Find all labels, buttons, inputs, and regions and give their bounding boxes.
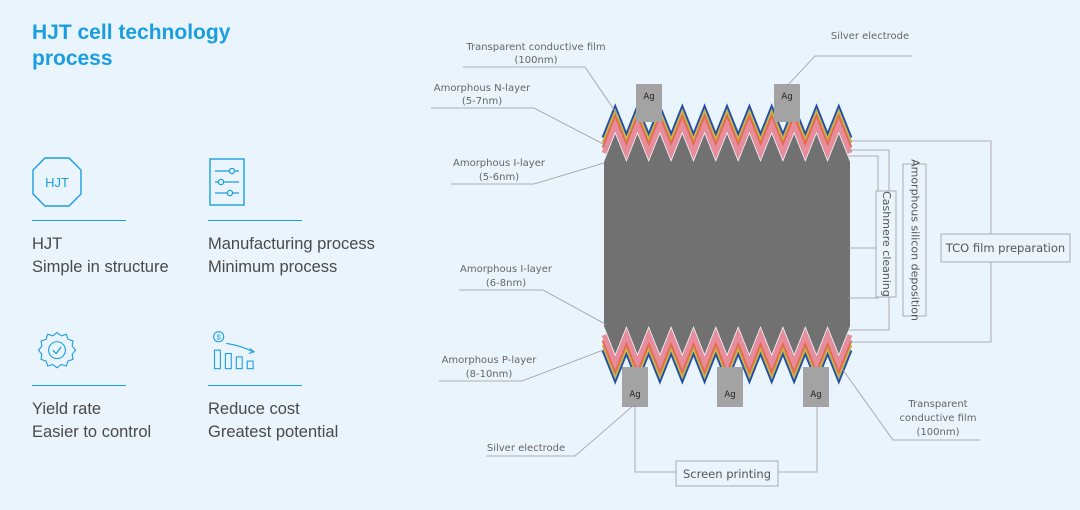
electrode-label: Ag (629, 390, 640, 400)
tco-label: TCO film preparation (945, 241, 1065, 255)
feature-heading: HJT (32, 235, 63, 253)
electrode-label: Ag (643, 92, 654, 102)
feature-divider (208, 385, 302, 386)
process-sliders-icon (209, 158, 245, 206)
tcf-top-value: (100nm) (515, 55, 558, 66)
dollar-sign: $ (217, 333, 222, 342)
feature-heading: Reduce cost (208, 400, 300, 418)
feature-divider (32, 220, 126, 221)
tcf-bottom-label-2: conductive film (900, 413, 977, 424)
leader-lines (431, 55, 980, 457)
n-layer-label: Amorphous N-layer (434, 83, 531, 94)
feature-hjt: HJT HJT Simple in structure (32, 157, 242, 279)
p-layer-value: (8-10nm) (466, 369, 513, 380)
hjt-badge-icon: HJT (32, 157, 82, 207)
process-box-tco: TCO film preparation (940, 233, 1071, 263)
electrode-bottom-left: Ag (622, 367, 648, 407)
layer-labels: Transparent conductive film (100nm) Amor… (434, 31, 977, 454)
electrode-top-left: Ag (636, 84, 662, 122)
feature-subtext: Easier to control (32, 423, 152, 441)
deposition-label: Amorphous silicon deposition (909, 159, 922, 321)
hjt-badge-text: HJT (45, 175, 69, 190)
top-layer-stack (601, 103, 853, 160)
page-title: HJT cell technology process (32, 20, 230, 72)
electrode-label: Ag (810, 390, 821, 400)
feature-subtext: Greatest potential (208, 423, 339, 441)
tcf-top-label: Transparent conductive film (465, 42, 605, 53)
electrode-bottom-right: Ag (803, 367, 829, 407)
process-box-deposition: Amorphous silicon deposition (902, 159, 927, 321)
feature-manufacturing: Manufacturing process Minimum process (208, 157, 418, 279)
process-box-cleaning: Cashmere cleaning (875, 190, 897, 298)
tcf-bottom-value: (100nm) (917, 427, 960, 438)
electrode-label: Ag (724, 390, 735, 400)
feature-subtext: Minimum process (208, 258, 338, 276)
cell-cross-section (601, 103, 853, 385)
process-box-printing: Screen printing (675, 460, 779, 487)
feature-divider (32, 385, 126, 386)
i-layer-bottom-inner (601, 328, 853, 370)
i-layer-top-inner (601, 118, 853, 160)
p-layer-label: Amorphous P-layer (442, 355, 538, 366)
i-layer-bottom-label: Amorphous I-layer (460, 264, 553, 275)
cost-decline-icon: $ (213, 331, 256, 370)
title-line-1: HJT cell technology (32, 21, 231, 44)
screen-printing-label: Screen printing (683, 467, 771, 481)
feature-subtext: Simple in structure (32, 258, 169, 276)
silver-electrode-top-label: Silver electrode (831, 31, 909, 42)
electrode-bottom-middle: Ag (717, 367, 743, 407)
feature-yield: Yield rate Easier to control (32, 330, 242, 444)
silicon-wafer-core (604, 134, 850, 354)
cashmere-cleaning-label: Cashmere cleaning (880, 191, 893, 297)
n-layer-value: (5-7nm) (462, 96, 502, 107)
silver-electrode-bottom-label: Silver electrode (487, 443, 565, 454)
electrode-label: Ag (781, 92, 792, 102)
electrode-top-right: Ag (774, 84, 800, 122)
i-layer-top-value: (5-6nm) (479, 172, 519, 183)
title-line-2: process (32, 47, 113, 70)
feature-heading: Manufacturing process (208, 235, 375, 253)
i-layer-top-label: Amorphous I-layer (453, 158, 546, 169)
i-layer-bottom-value: (6-8nm) (486, 278, 526, 289)
feature-cost: $ Reduce cost Greatest potential (208, 330, 418, 444)
checkmark-gear-icon (37, 331, 77, 369)
feature-heading: Yield rate (32, 400, 102, 418)
tcf-bottom-label-1: Transparent (907, 399, 967, 410)
feature-divider (208, 220, 302, 221)
